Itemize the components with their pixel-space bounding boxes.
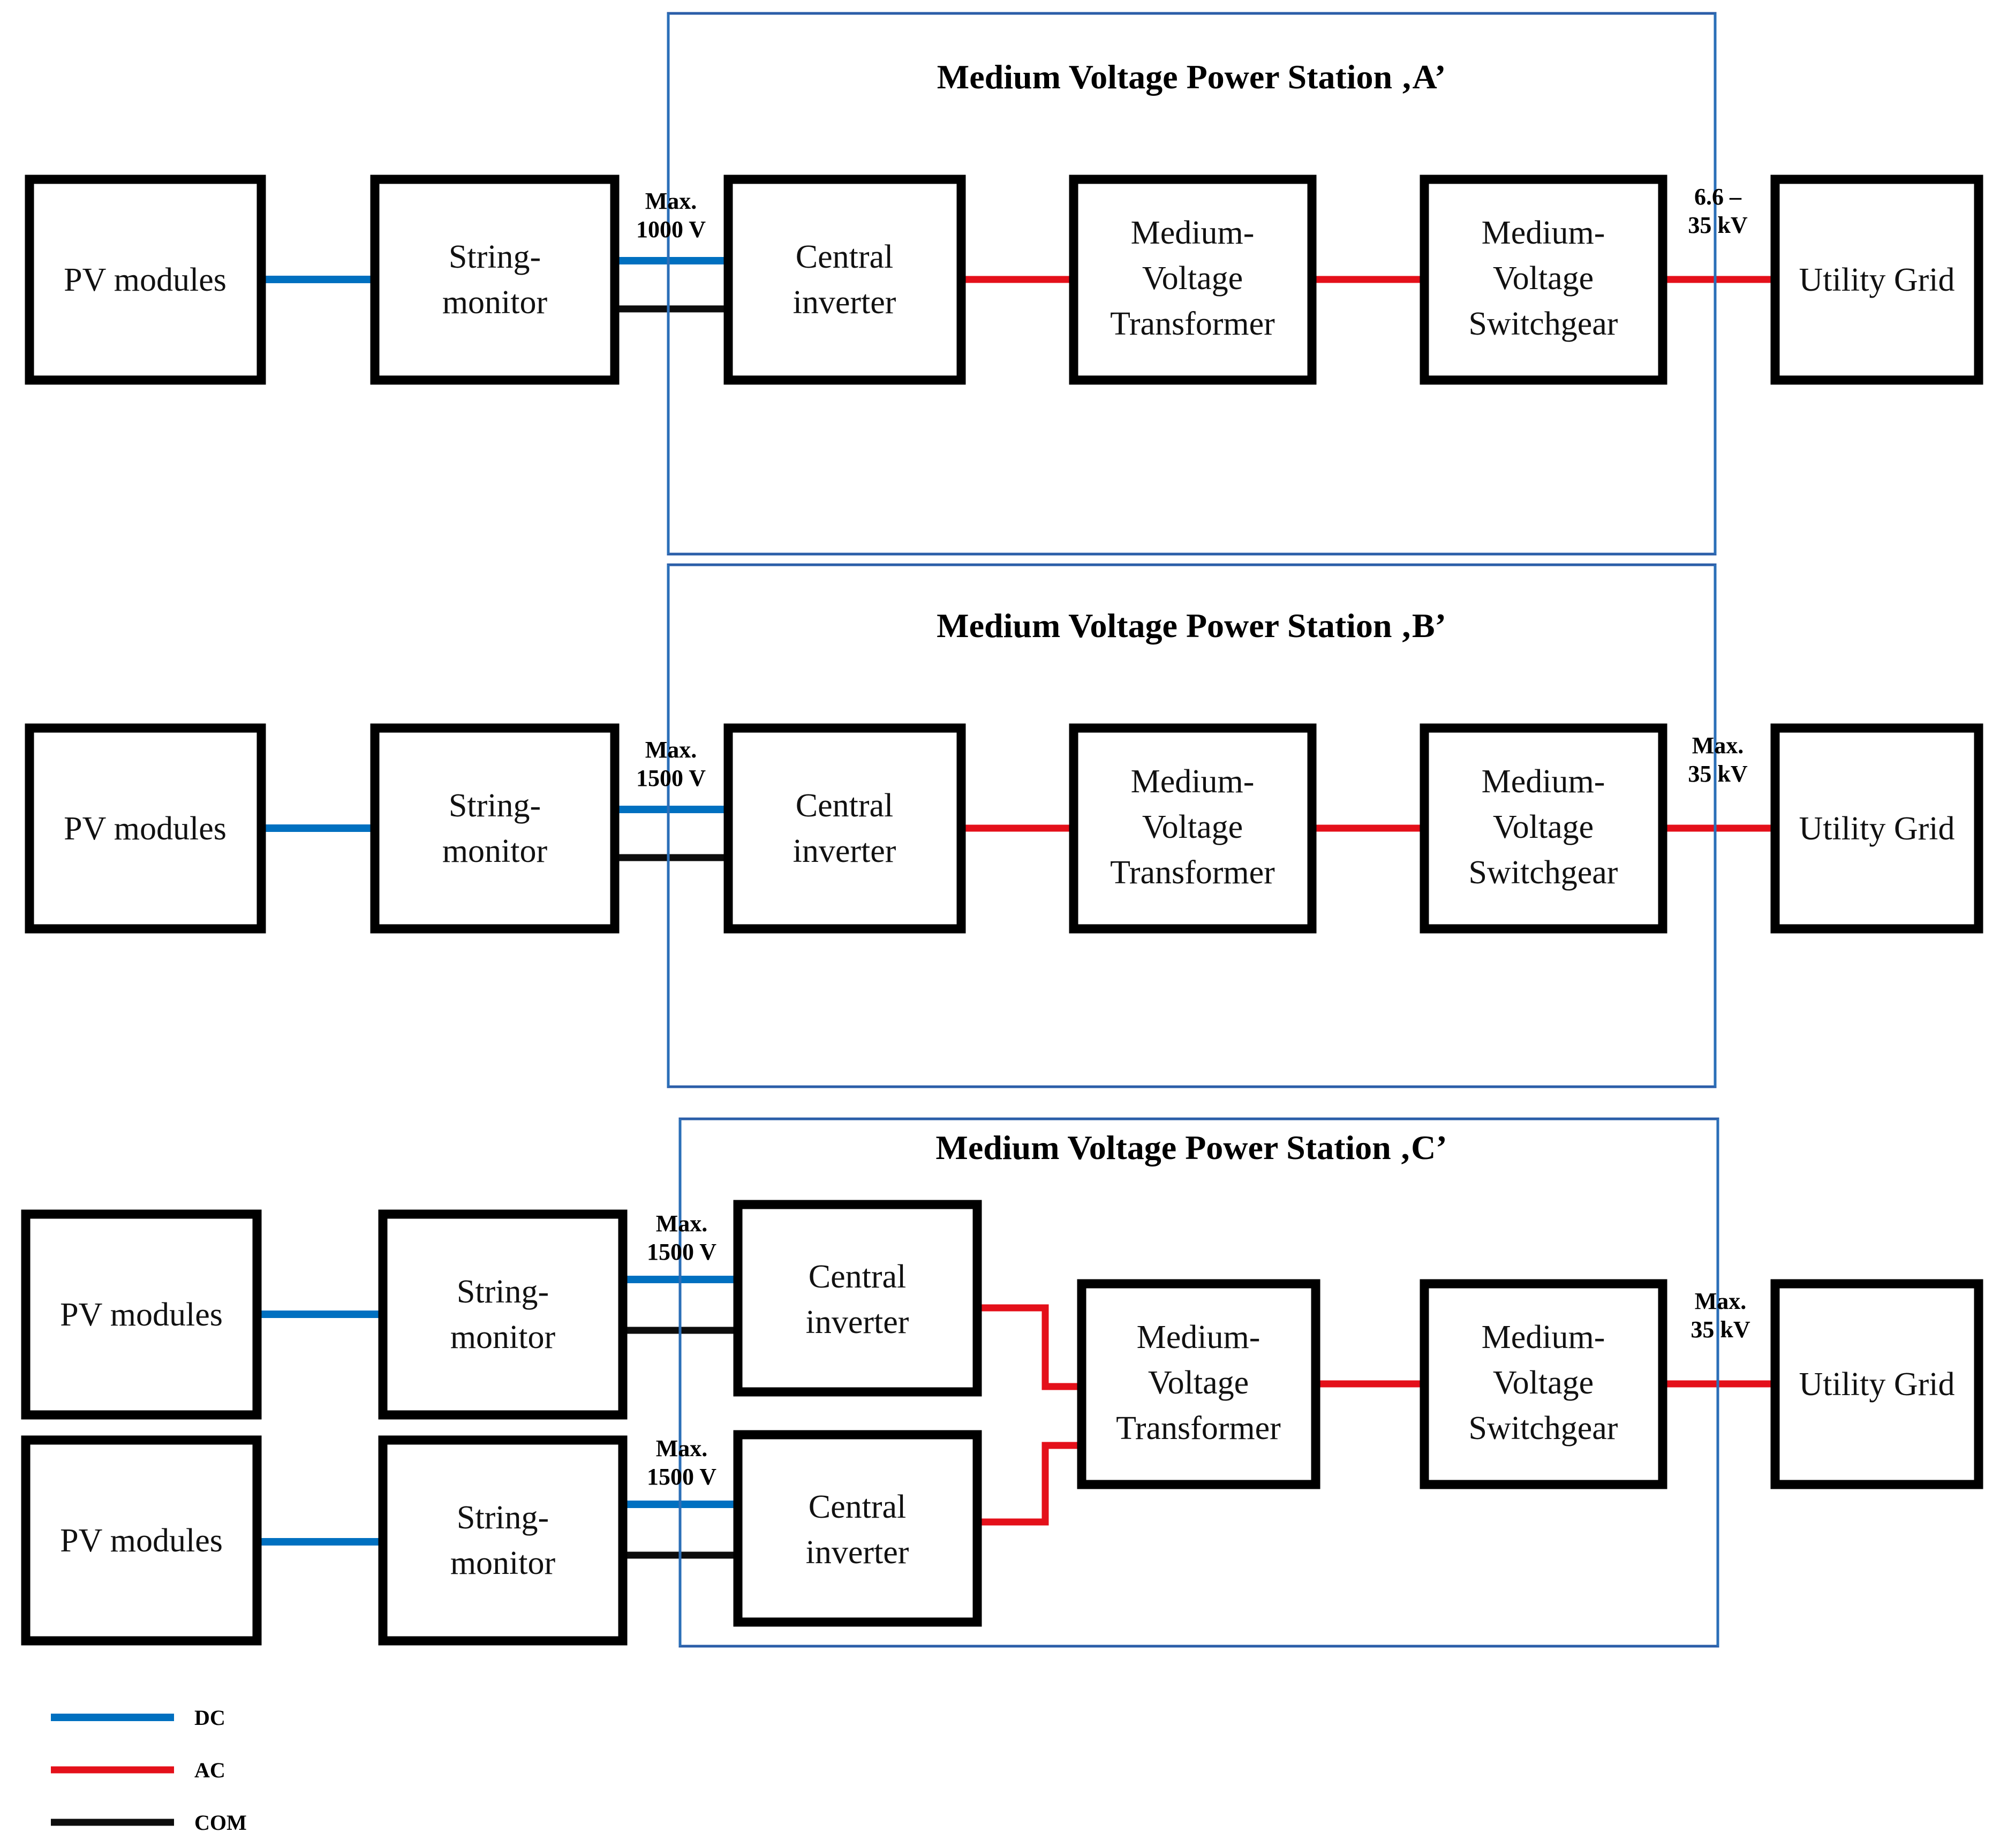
block-mv-switchgear-a[interactable] <box>1420 175 1667 385</box>
block-label-mv-switchgear-c-line2: Voltage <box>1493 1365 1594 1401</box>
block-label-mv-transformer-a-line3: Transformer <box>1110 306 1275 342</box>
block-label-string-monitor-b-line2: monitor <box>442 833 548 869</box>
voltage-label-dc-a-line1: Max. <box>645 188 697 214</box>
block-label-central-inverter-b-line1: Central <box>796 787 894 824</box>
block-string-monitor-c1[interactable] <box>378 1209 628 1420</box>
block-utility-grid-b[interactable] <box>1770 723 1983 934</box>
block-label-mv-transformer-b-line1: Medium- <box>1131 763 1255 800</box>
voltage-label-dc-b-line1: Max. <box>645 737 697 763</box>
block-label-central-inverter-c2-line2: inverter <box>806 1534 909 1571</box>
block-string-monitor-a[interactable] <box>370 175 620 385</box>
block-label-mv-switchgear-b-line3: Switchgear <box>1469 854 1618 891</box>
voltage-label-dc-c1-line1: Max. <box>656 1210 708 1237</box>
line-ac-inverter1-to-transformer-c <box>977 1304 1082 1390</box>
legend-label-dc: DC <box>194 1706 225 1730</box>
block-utility-grid-a[interactable] <box>1770 175 1983 385</box>
station-title-b: Medium Voltage Power Station ‚B’ <box>937 607 1446 645</box>
block-label-string-monitor-b-line1: String- <box>449 787 541 824</box>
block-mv-transformer-a[interactable] <box>1069 175 1317 385</box>
block-label-pv-modules-a: PV modules <box>64 262 227 298</box>
voltage-label-dc-c1-line2: 1500 V <box>647 1239 716 1265</box>
block-label-central-inverter-b-line2: inverter <box>793 833 896 869</box>
block-string-monitor-c2[interactable] <box>378 1435 628 1646</box>
station-title-c: Medium Voltage Power Station ‚C’ <box>935 1129 1447 1167</box>
voltage-label-mv-b-line2: 35 kV <box>1688 761 1747 787</box>
block-label-mv-transformer-b-line2: Voltage <box>1142 809 1243 845</box>
block-label-mv-switchgear-a-line1: Medium- <box>1482 215 1605 251</box>
block-string-monitor-b[interactable] <box>370 723 620 934</box>
block-label-mv-transformer-a-line1: Medium- <box>1131 215 1255 251</box>
block-label-utility-grid-a: Utility Grid <box>1799 262 1954 298</box>
block-central-inverter-b[interactable] <box>723 723 966 934</box>
block-pv-modules-a[interactable] <box>25 175 266 385</box>
block-label-mv-transformer-c-line2: Voltage <box>1148 1365 1249 1401</box>
block-label-central-inverter-c1-line2: inverter <box>806 1304 909 1340</box>
block-label-mv-switchgear-b-line2: Voltage <box>1493 809 1594 845</box>
block-label-utility-grid-b: Utility Grid <box>1799 811 1954 847</box>
block-label-string-monitor-a-line1: String- <box>449 239 541 275</box>
block-label-mv-switchgear-a-line3: Switchgear <box>1469 306 1618 342</box>
voltage-label-mv-b-line1: Max. <box>1692 732 1744 759</box>
block-pv-modules-c1[interactable] <box>21 1209 262 1420</box>
block-label-mv-switchgear-c-line1: Medium- <box>1482 1319 1605 1355</box>
voltage-label-mv-c-line2: 35 kV <box>1690 1316 1750 1343</box>
block-mv-transformer-b[interactable] <box>1069 723 1317 934</box>
voltage-label-dc-c2-line2: 1500 V <box>647 1464 716 1490</box>
block-label-string-monitor-c2-line2: monitor <box>450 1545 556 1581</box>
block-label-central-inverter-c2-line1: Central <box>809 1489 907 1525</box>
block-label-string-monitor-c2-line1: String- <box>457 1499 549 1536</box>
block-label-central-inverter-c1-line1: Central <box>809 1259 907 1295</box>
block-label-mv-switchgear-b-line1: Medium- <box>1482 763 1605 800</box>
block-utility-grid-c[interactable] <box>1770 1279 1983 1489</box>
block-mv-switchgear-c[interactable] <box>1420 1279 1667 1489</box>
block-pv-modules-b[interactable] <box>25 723 266 934</box>
block-label-central-inverter-a-line2: inverter <box>793 284 896 321</box>
block-central-inverter-c2[interactable] <box>733 1430 982 1627</box>
block-label-string-monitor-c1-line2: monitor <box>450 1319 556 1355</box>
legend-label-ac: AC <box>194 1758 225 1782</box>
block-central-inverter-c1[interactable] <box>733 1200 982 1397</box>
voltage-label-dc-a-line2: 1000 V <box>636 216 706 243</box>
block-pv-modules-c2[interactable] <box>21 1435 262 1646</box>
voltage-label-dc-b-line2: 1500 V <box>636 765 706 791</box>
block-mv-switchgear-b[interactable] <box>1420 723 1667 934</box>
block-label-mv-transformer-c-line3: Transformer <box>1116 1410 1281 1446</box>
block-label-mv-switchgear-a-line2: Voltage <box>1493 260 1594 297</box>
block-label-string-monitor-c1-line1: String- <box>457 1274 549 1310</box>
block-label-mv-transformer-c-line1: Medium- <box>1137 1319 1261 1355</box>
voltage-label-mv-a-line2: 35 kV <box>1688 212 1747 238</box>
block-label-mv-transformer-b-line3: Transformer <box>1110 854 1275 891</box>
legend-label-com: COM <box>194 1811 247 1835</box>
block-label-string-monitor-a-line2: monitor <box>442 284 548 321</box>
voltage-label-mv-a-line1: 6.6 – <box>1694 184 1742 210</box>
block-label-central-inverter-a-line1: Central <box>796 239 894 275</box>
voltage-label-dc-c2-line1: Max. <box>656 1435 708 1461</box>
block-mv-transformer-c[interactable] <box>1077 1279 1320 1489</box>
station-title-a: Medium Voltage Power Station ‚A’ <box>937 58 1446 96</box>
line-ac-inverter2-to-transformer-c <box>977 1442 1082 1526</box>
block-central-inverter-a[interactable] <box>723 175 966 385</box>
block-label-utility-grid-c: Utility Grid <box>1799 1366 1954 1403</box>
block-label-pv-modules-b: PV modules <box>64 811 227 847</box>
voltage-label-mv-c-line1: Max. <box>1695 1288 1747 1314</box>
block-label-mv-switchgear-c-line3: Switchgear <box>1469 1410 1618 1446</box>
block-label-pv-modules-c1: PV modules <box>60 1297 223 1333</box>
block-label-pv-modules-c2: PV modules <box>60 1523 223 1559</box>
block-label-mv-transformer-a-line2: Voltage <box>1142 260 1243 297</box>
